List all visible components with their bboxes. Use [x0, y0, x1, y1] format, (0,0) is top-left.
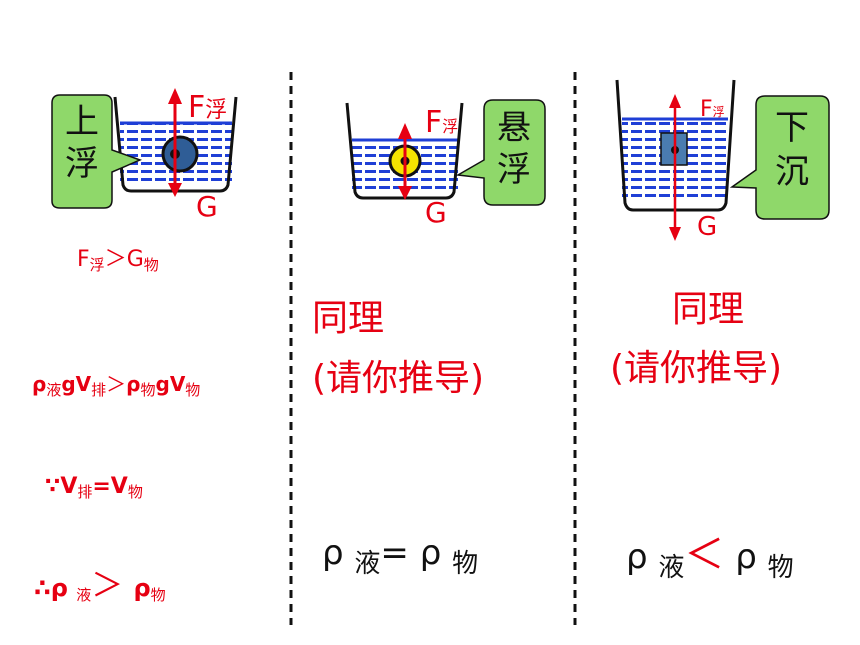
condition-f-gt-g: F浮＞G物 — [77, 247, 159, 274]
arrow-down-rising — [168, 183, 182, 197]
callout-rising-char1: 上 — [65, 102, 99, 142]
force-gravity-label-rising: G — [196, 190, 218, 223]
callout-suspended — [455, 99, 546, 206]
callout-suspended-char2: 浮 — [497, 150, 531, 190]
arrow-down-sinking — [669, 227, 681, 241]
force-gravity-label-suspended: G — [425, 196, 447, 229]
same-reasoning-right: 同理 — [672, 289, 745, 330]
derivation-step-3: ∴ρ 液＞ ρ物 — [34, 566, 166, 604]
callout-rising — [51, 94, 143, 209]
callout-suspended-char1: 悬 — [497, 108, 531, 148]
force-buoyant-label-rising: F浮 — [188, 90, 228, 125]
beaker-sinking — [615, 79, 736, 241]
force-buoyant-label-sinking: F浮 — [700, 97, 725, 122]
force-gravity-label-sinking: G — [697, 212, 718, 242]
derivation-step-1: ρ液gV排＞ρ物gV物 — [32, 372, 201, 399]
same-reasoning-middle: 同理 — [312, 298, 385, 339]
arrow-down-suspended — [398, 186, 412, 200]
arrow-up-sinking — [669, 94, 681, 108]
callout-sinking — [729, 95, 830, 220]
callout-rising-char2: 浮 — [65, 144, 99, 184]
derivation-step-2: ∵V排=V物 — [45, 474, 143, 501]
callout-sinking-char2: 沉 — [775, 152, 809, 192]
beaker-rising — [113, 88, 238, 197]
callout-sinking-char1: 下 — [775, 108, 809, 148]
beaker-suspended — [345, 102, 464, 200]
arrow-up-rising — [168, 88, 182, 104]
result-equal: ρ 液= ρ 物 — [322, 533, 479, 579]
derive-prompt-middle: (请你推导) — [312, 358, 485, 399]
derive-prompt-right: (请你推导) — [610, 348, 783, 389]
force-buoyant-label-suspended: F浮 — [425, 105, 459, 140]
result-less: ρ 液＜ ρ 物 — [626, 532, 794, 583]
arrow-up-suspended — [398, 123, 412, 139]
